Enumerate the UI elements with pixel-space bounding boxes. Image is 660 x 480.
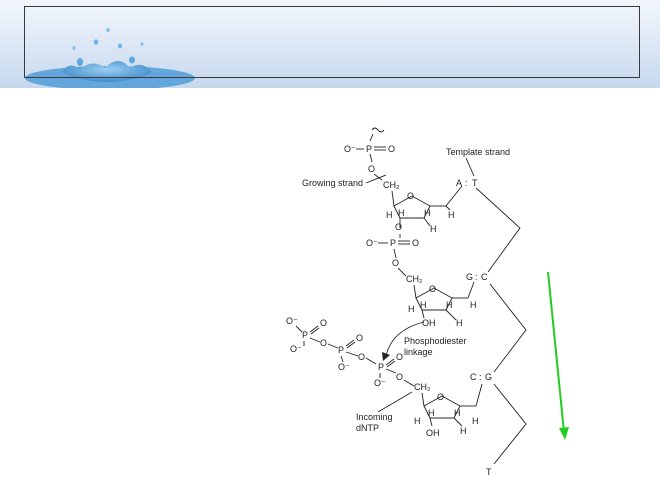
- atom-h: H: [448, 210, 455, 220]
- incoming-triphosphate: O⁻ P O O⁻ O P O O⁻ O P O O⁻ O: [286, 316, 415, 388]
- atom-h: H: [454, 408, 461, 418]
- atom-h: H: [428, 408, 435, 418]
- atom-h: H: [430, 224, 437, 234]
- atom-ch2: CH₂: [383, 180, 400, 190]
- base-left: C: [470, 372, 477, 382]
- atom-o-minus: O⁻: [374, 378, 386, 388]
- atom-o: O: [412, 238, 419, 248]
- incoming-label-line1: Incoming: [356, 412, 393, 422]
- bottom-sugar-ring: O H H H H OH H: [414, 383, 483, 438]
- atom-o-minus: O⁻: [286, 316, 298, 326]
- base-pair-3: C : G: [470, 372, 492, 382]
- atom-p: P: [338, 345, 344, 355]
- atom-o: O: [320, 338, 327, 348]
- atom-h: H: [470, 300, 477, 310]
- atom-h: H: [414, 416, 421, 426]
- atom-h: H: [408, 304, 415, 314]
- template-backbone-1: [475, 187, 521, 273]
- atom-o: O: [320, 318, 327, 328]
- base-right: C: [481, 272, 488, 282]
- atom-o-minus: O⁻: [366, 238, 378, 248]
- base-right: G: [485, 372, 492, 382]
- template-strand-label: Template strand: [446, 147, 510, 157]
- atom-h: H: [472, 416, 479, 426]
- top-phosphate: O⁻ P O O: [344, 127, 395, 181]
- middle-phosphate: O⁻ P O O: [366, 234, 419, 277]
- atom-oh: OH: [426, 428, 440, 438]
- phosphodiester-label-line2: linkage: [404, 347, 433, 357]
- growing-strand-label: Growing strand: [302, 178, 363, 188]
- atom-o-minus: O⁻: [344, 144, 356, 154]
- template-backbone-2: [489, 283, 527, 373]
- top-sugar-ring: O H H H H O H: [386, 185, 463, 234]
- atom-h: H: [446, 300, 453, 310]
- atom-o-minus: O⁻: [338, 362, 350, 372]
- atom-o: O: [388, 144, 395, 154]
- atom-h: H: [460, 426, 467, 436]
- base-sep: :: [475, 272, 478, 282]
- atom-o: O: [368, 164, 375, 174]
- atom-o: O: [392, 258, 399, 268]
- base-pair-2: G : C: [466, 272, 488, 282]
- atom-o: O: [429, 284, 436, 294]
- base-left: G: [466, 272, 473, 282]
- atom-o: O: [356, 333, 363, 343]
- atom-o: O: [396, 372, 403, 382]
- atom-p: P: [378, 362, 384, 372]
- atom-o-minus: O⁻: [290, 344, 302, 354]
- template-end-base: T: [486, 467, 492, 477]
- atom-h: H: [398, 208, 405, 218]
- atom-ch2: CH₂: [414, 382, 431, 392]
- base-left: A: [456, 178, 462, 188]
- base-right: T: [472, 178, 478, 188]
- middle-sugar-ring: O H H H H OH H: [408, 281, 477, 328]
- atom-p: P: [302, 330, 308, 340]
- base-pair-1: A : T: [456, 178, 478, 188]
- arrowhead-icon: [382, 352, 390, 361]
- atom-p: P: [390, 238, 396, 248]
- nucleophilic-attack-arrow: [385, 321, 425, 357]
- atom-ch2: CH₂: [406, 274, 423, 284]
- atom-o: O: [358, 352, 365, 362]
- atom-o: O: [395, 222, 402, 232]
- atom-h: H: [420, 300, 427, 310]
- atom-oh: OH: [422, 318, 436, 328]
- base-sep: :: [465, 178, 468, 188]
- atom-o: O: [437, 392, 444, 402]
- incoming-label-line2: dNTP: [356, 423, 379, 433]
- down-arrow-icon: [547, 271, 569, 440]
- atom-h: H: [456, 318, 463, 328]
- header-banner: [0, 0, 660, 88]
- atom-p: P: [366, 144, 372, 154]
- template-backbone-3: [493, 383, 527, 465]
- atom-o: O: [407, 191, 414, 201]
- phosphodiester-label-line1: Phosphodiester: [404, 336, 467, 346]
- atom-h: H: [386, 210, 393, 220]
- base-sep: :: [479, 372, 482, 382]
- atom-h: H: [424, 208, 431, 218]
- atom-o: O: [396, 352, 403, 362]
